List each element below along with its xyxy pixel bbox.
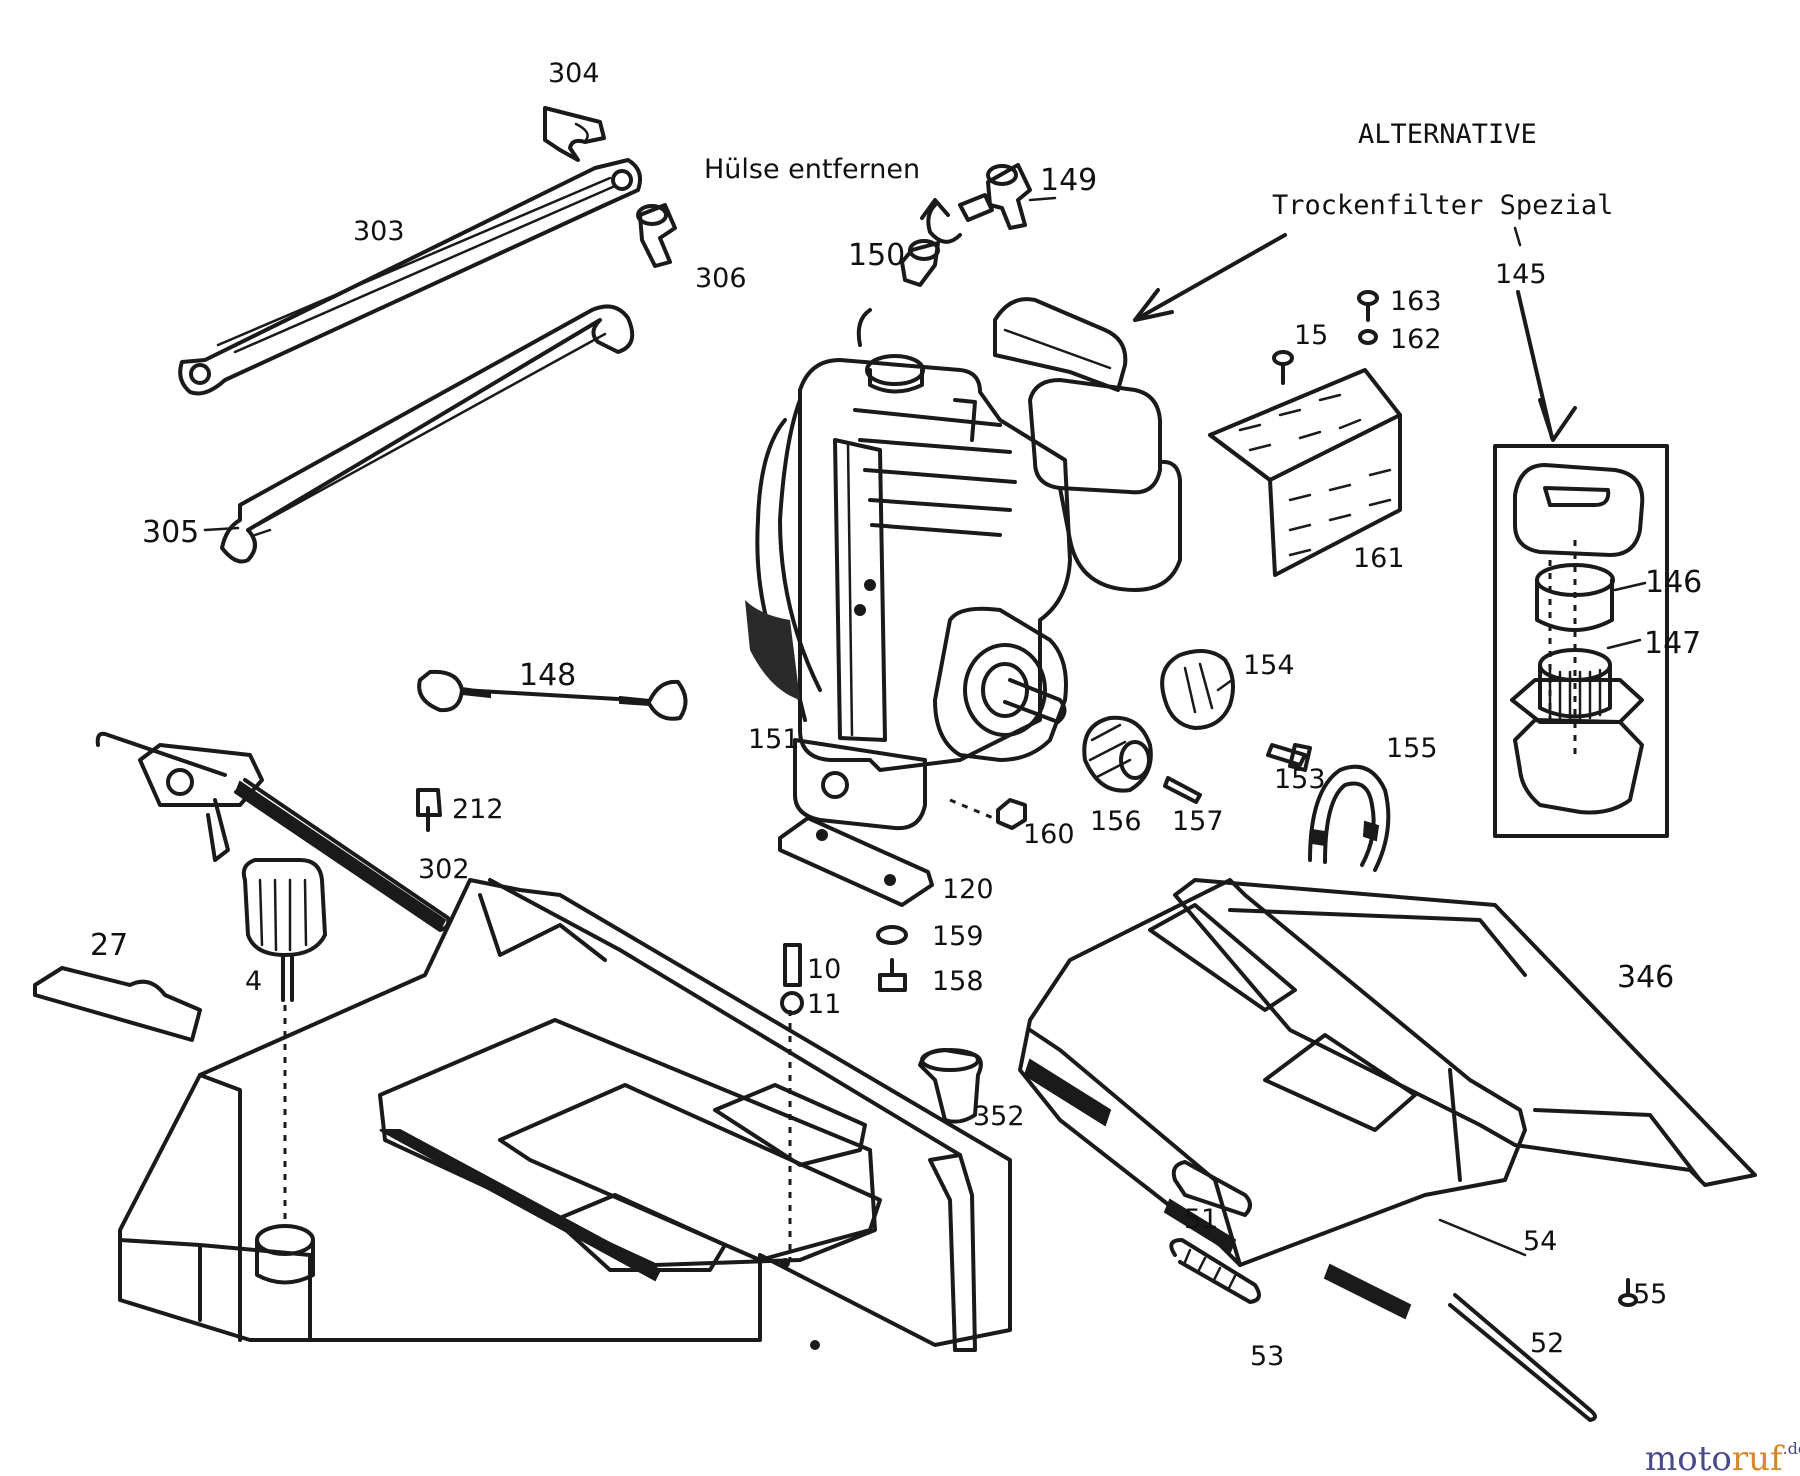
cable-148 <box>417 669 688 721</box>
part-label-163: 163 <box>1390 286 1442 317</box>
screw-212 <box>416 788 442 832</box>
alternative-arrow <box>1133 233 1287 322</box>
part-label-53: 53 <box>1250 1341 1284 1372</box>
part-label-148: 148 <box>519 658 576 693</box>
watermark-brand-2: ruf <box>1732 1439 1785 1476</box>
clip-304 <box>543 106 606 162</box>
deflector-54 <box>1018 878 1527 1267</box>
part-label-304: 304 <box>548 58 600 89</box>
label-dry-filter-special: Trockenfilter Spezial <box>1272 190 1613 221</box>
screw-55 <box>1618 1278 1638 1307</box>
screw-158 <box>878 958 907 992</box>
part-label-15: 15 <box>1294 320 1328 351</box>
part-label-303: 303 <box>353 216 405 247</box>
watermark-brand-1: moto <box>1645 1439 1732 1476</box>
key-157 <box>1163 776 1202 804</box>
part-label-4: 4 <box>245 966 262 997</box>
label-alternative: ALTERNATIVE <box>1358 119 1537 150</box>
rod-52 <box>1448 1293 1597 1422</box>
part-label-154: 154 <box>1243 650 1295 681</box>
part-label-149: 149 <box>1040 163 1097 198</box>
svg-text:motoruf.de: motoruf.de <box>1645 1439 1800 1476</box>
lever-305 <box>220 304 635 564</box>
part-label-146: 146 <box>1645 565 1702 600</box>
lever-303 <box>178 158 642 396</box>
part-label-11: 11 <box>807 989 841 1020</box>
part-label-352: 352 <box>973 1101 1025 1132</box>
cover-161 <box>1208 368 1402 577</box>
engine-assembly <box>745 297 1182 831</box>
part-label-145: 145 <box>1495 259 1547 290</box>
part-label-51: 51 <box>1184 1204 1218 1235</box>
bushing-352 <box>918 1048 983 1124</box>
watermark-tld: .de <box>1783 1439 1800 1458</box>
part-label-120: 120 <box>942 874 994 905</box>
part-label-27: 27 <box>90 928 128 963</box>
hinge-pieces <box>1023 1058 1412 1320</box>
screw-15 <box>1272 350 1294 385</box>
pin-10 <box>783 943 802 987</box>
bracket-120 <box>778 816 934 907</box>
main-deck <box>118 878 1012 1352</box>
belt-155 <box>1308 764 1391 872</box>
shaft-302 <box>95 731 451 932</box>
part-label-155: 155 <box>1386 733 1438 764</box>
nipple-150 <box>900 239 940 287</box>
pulley-156 <box>1082 715 1153 793</box>
remove-sleeve-arrow <box>920 198 962 244</box>
alternative-filter-box <box>1493 290 1669 838</box>
dash-leaders <box>788 560 1552 1260</box>
washer-159 <box>876 925 908 945</box>
part-label-52: 52 <box>1530 1328 1564 1359</box>
part-label-147: 147 <box>1644 626 1701 661</box>
part-label-302: 302 <box>418 854 470 885</box>
nut-11 <box>780 991 804 1015</box>
part-label-54: 54 <box>1523 1226 1557 1257</box>
part-label-151: 151 <box>748 724 800 755</box>
part-label-305: 305 <box>142 515 199 550</box>
part-label-153: 153 <box>1274 764 1326 795</box>
pulley-154 <box>1160 649 1236 730</box>
bolt-306 <box>636 203 677 268</box>
watermark-logo: motoruf.de <box>1645 1439 1800 1476</box>
knob-4 <box>241 858 327 1220</box>
part-label-156: 156 <box>1090 806 1142 837</box>
leader-lines <box>203 196 1647 1257</box>
part-label-159: 159 <box>932 921 984 952</box>
part-label-212: 212 <box>452 794 504 825</box>
spring-53 <box>1169 1238 1261 1304</box>
screw-163 <box>1357 290 1379 322</box>
chute-346 <box>1173 878 1757 1187</box>
part-label-162: 162 <box>1390 324 1442 355</box>
part-label-161: 161 <box>1353 543 1405 574</box>
bolt-153 <box>1266 743 1312 772</box>
sleeve-149 <box>958 163 1032 230</box>
part-label-158: 158 <box>932 966 984 997</box>
part-label-55: 55 <box>1633 1279 1667 1310</box>
part-label-306: 306 <box>695 263 747 294</box>
label-remove-sleeve: Hülse entfernen <box>704 154 920 185</box>
part-label-160: 160 <box>1023 819 1075 850</box>
hinge-51 <box>1171 1160 1252 1217</box>
nut-160 <box>949 798 1027 830</box>
washer-162 <box>1358 329 1378 345</box>
plate-27 <box>33 966 202 1042</box>
part-label-157: 157 <box>1172 806 1224 837</box>
part-label-150: 150 <box>848 238 905 273</box>
part-label-10: 10 <box>807 954 841 985</box>
part-label-346: 346 <box>1617 960 1674 995</box>
